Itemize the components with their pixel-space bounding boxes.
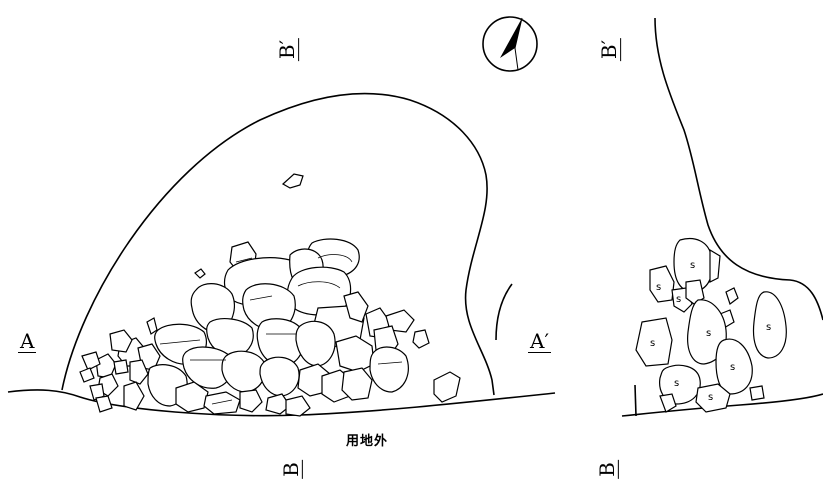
plan-view <box>7 16 556 417</box>
stone-mark: s <box>674 378 679 389</box>
stone-detail-line <box>297 281 341 289</box>
stone <box>194 268 206 279</box>
stone-mark: s <box>730 362 735 373</box>
pit-outline <box>61 92 495 396</box>
plan-label-b: B <box>278 460 303 479</box>
section-profile <box>654 17 823 321</box>
stone-detail-line <box>377 361 403 365</box>
plan-ground-line <box>7 389 556 417</box>
stone <box>749 385 765 401</box>
stone <box>182 346 233 389</box>
pit-inner-line <box>495 283 513 341</box>
stone <box>203 391 241 415</box>
stone <box>89 383 105 401</box>
section-stones: s s s s s s s s s <box>635 238 787 413</box>
stone-cluster <box>79 238 415 417</box>
stone-mark: s <box>656 282 661 293</box>
boundary-caption: 用地外 <box>346 434 389 449</box>
stone <box>659 393 677 413</box>
stone <box>129 359 149 385</box>
stone <box>343 291 369 323</box>
stone <box>433 371 461 403</box>
stone <box>265 393 291 415</box>
stone-mark: s <box>706 328 711 339</box>
plan-label-b-prime: B′ <box>275 37 300 62</box>
north-arrow-icon <box>482 16 538 72</box>
plan-label-a-prime: A′ <box>528 329 551 353</box>
stone <box>725 287 739 305</box>
stone-mark: s <box>650 338 655 349</box>
stone <box>412 329 430 349</box>
stone <box>649 265 675 303</box>
stone-mark: s <box>708 392 713 403</box>
stone-detail-line <box>235 257 253 263</box>
stone <box>259 356 300 397</box>
section-ground-line <box>621 393 823 417</box>
stone <box>79 367 95 383</box>
stone <box>335 335 375 373</box>
stone-mark: s <box>676 294 681 305</box>
section-view: s s s s s s s s s <box>621 17 823 417</box>
stone <box>95 395 113 413</box>
stone <box>113 359 129 375</box>
stone <box>687 299 727 365</box>
stone-mark: s <box>766 322 771 333</box>
stone <box>221 350 266 393</box>
stone <box>81 351 101 371</box>
stone-detail-line <box>249 295 273 301</box>
stone-detail-line <box>317 254 353 263</box>
plan-label-a: A <box>18 329 37 353</box>
stone <box>285 395 311 417</box>
stone <box>175 381 209 413</box>
stone <box>146 317 158 335</box>
stone <box>635 317 673 367</box>
stone <box>281 173 304 189</box>
stone-detail-line <box>159 339 201 345</box>
section-label-b-prime: B′ <box>597 37 622 62</box>
stone <box>109 329 133 353</box>
stone <box>709 248 721 283</box>
stone <box>369 346 409 393</box>
stone <box>239 389 263 413</box>
stone-detail-line <box>211 399 233 405</box>
stone <box>695 383 731 413</box>
section-left-edge <box>634 384 637 417</box>
stone <box>752 291 787 359</box>
stone-mark: s <box>690 260 695 271</box>
section-label-b: B <box>594 460 619 479</box>
stone <box>341 367 373 401</box>
stone <box>295 320 336 367</box>
stone <box>95 353 117 379</box>
stone <box>123 381 145 411</box>
